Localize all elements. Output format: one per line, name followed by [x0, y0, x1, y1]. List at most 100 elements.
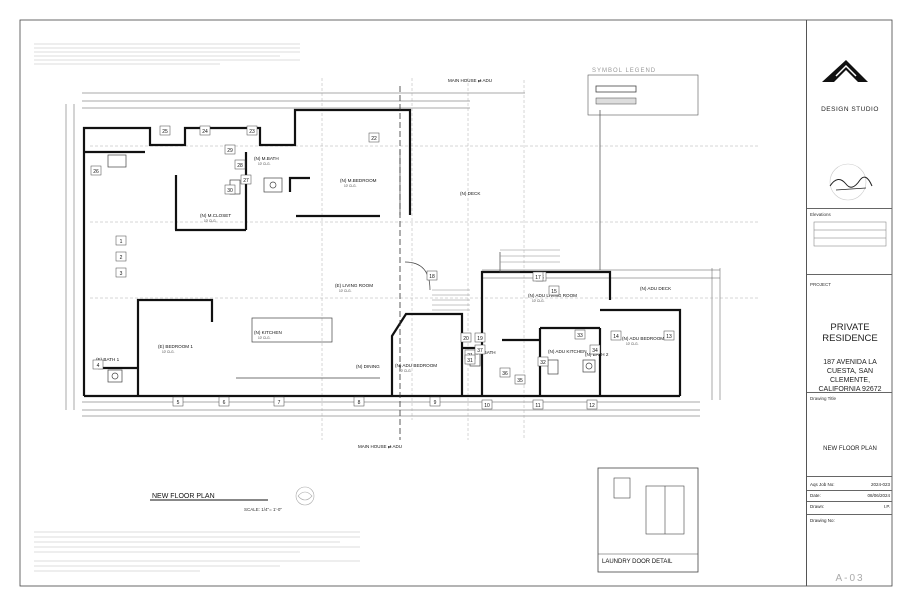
tag-number: 4 — [97, 363, 100, 369]
tag-marker: 4 — [92, 359, 104, 370]
drawing-no-label: Drawing No: — [810, 518, 835, 523]
tag-marker: 35 — [514, 374, 526, 385]
laundry-door-detail-title: LAUNDRY DOOR DETAIL — [602, 559, 673, 565]
room-ceiling-note: 10' CLG. — [204, 219, 217, 223]
tag-number: 18 — [429, 274, 435, 280]
drawn-row: Drawn: I.P. — [810, 504, 890, 509]
tag-number: 20 — [463, 336, 469, 342]
tag-number: 15 — [551, 289, 557, 295]
tag-number: 27 — [243, 178, 249, 184]
room-ceiling-note: 10' CLG. — [339, 289, 352, 293]
project-address: 187 AVENIDA LA CUESTA, SAN CLEMENTE, CAL… — [818, 359, 882, 393]
tag-marker: 10 — [481, 399, 493, 410]
tag-marker: 14 — [610, 330, 622, 341]
room-label: (N) BATH 2 — [585, 352, 609, 357]
tag-marker: 11 — [532, 399, 544, 410]
tag-marker: 12 — [586, 399, 598, 410]
tag-marker: 15 — [548, 285, 560, 296]
tag-number: 24 — [202, 129, 208, 135]
adu-walls — [390, 270, 682, 398]
tag-number: 8 — [358, 400, 361, 406]
room-ceiling-note: 10' CLG. — [258, 162, 271, 166]
tag-marker: 33 — [574, 329, 586, 340]
project-label: PROJECT — [810, 282, 832, 287]
general-notes-bottom — [34, 531, 360, 572]
room-label: (N) M.BATH — [254, 156, 279, 161]
studio-logo-icon — [822, 60, 868, 82]
main-house-adu-label-bottom: MAIN HOUSE ⇄ ADU — [358, 444, 402, 449]
drawn-value: I.P. — [883, 504, 890, 509]
date-label: Date: — [810, 493, 821, 498]
dimension-lines — [65, 92, 721, 417]
tag-number: 17 — [535, 275, 541, 281]
tag-marker: 36 — [499, 367, 511, 378]
symbol-legend-box — [587, 74, 699, 116]
tag-markers: 1234567891011121314151617181920212223242… — [90, 125, 675, 410]
tag-marker: 31 — [464, 354, 476, 365]
tag-marker: 3 — [115, 267, 127, 278]
north-arrow-icon — [295, 486, 315, 506]
tag-marker: 22 — [368, 132, 380, 143]
tag-marker: 1 — [115, 235, 127, 246]
room-label: (N) ADU DECK — [640, 286, 672, 291]
tag-marker: 7 — [273, 396, 285, 407]
room-label: (N) ADU KITCHEN — [548, 349, 587, 354]
plan-scale: SCALE: 1/4"= 1'-0" — [244, 507, 282, 512]
tag-marker: 5 — [172, 396, 184, 407]
tag-number: 7 — [278, 400, 281, 406]
job-no-value: 2024-023 — [870, 482, 890, 487]
tag-number: 34 — [592, 348, 598, 354]
tag-number: 14 — [613, 334, 619, 340]
tag-number: 12 — [589, 403, 595, 409]
elevations-label: Elevations — [810, 212, 831, 217]
tag-marker: 8 — [353, 396, 365, 407]
plan-title: NEW FLOOR PLAN — [152, 493, 215, 500]
tag-number: 5 — [177, 400, 180, 406]
tag-marker: 18 — [426, 270, 438, 281]
room-ceiling-note: 10' CLG. — [258, 336, 271, 340]
tag-number: 33 — [577, 333, 583, 339]
tag-marker: 29 — [224, 144, 236, 155]
tag-marker: 32 — [537, 356, 549, 367]
date-value: 08/06/2024 — [867, 493, 890, 498]
tag-marker: 13 — [663, 330, 675, 341]
room-label: (N) DECK — [460, 191, 481, 196]
tag-marker: 37 — [474, 344, 486, 355]
tag-number: 10 — [484, 403, 490, 409]
tag-marker: 30 — [224, 184, 236, 195]
signature-stamp — [829, 163, 873, 201]
grid-lines — [90, 78, 760, 440]
room-label: (N) M.BEDROOM — [340, 178, 377, 183]
room-label: (N) ADU BEDROOM — [395, 363, 437, 368]
project-name: PRIVATE RESIDENCE — [822, 322, 878, 344]
tag-number: 2 — [120, 255, 123, 261]
laundry-door-detail-box — [597, 467, 699, 573]
job-no-label: Aqs Job No: — [810, 482, 835, 487]
tag-number: 9 — [434, 400, 437, 406]
room-label: (N) BATH — [476, 350, 496, 355]
tag-number: 22 — [371, 136, 377, 142]
drawn-label: Drawn: — [810, 504, 825, 509]
tag-number: 32 — [540, 360, 546, 366]
room-label: (E) LIVING ROOM — [335, 283, 373, 288]
tag-marker: 20 — [460, 332, 472, 343]
tag-number: 35 — [517, 378, 523, 384]
tag-number: 31 — [467, 358, 473, 364]
tag-number: 26 — [93, 169, 99, 175]
tag-number: 19 — [477, 336, 483, 342]
room-label: (N) KITCHEN — [254, 330, 282, 335]
room-ceiling-note: 10' CLG. — [162, 350, 175, 354]
general-notes-top — [34, 43, 300, 65]
job-no-row: Aqs Job No: 2024-023 — [810, 482, 890, 487]
tag-marker: 26 — [90, 165, 102, 176]
tag-number: 25 — [162, 129, 168, 135]
tag-marker: 34 — [589, 344, 601, 355]
sheet-number: A-03 — [835, 573, 865, 584]
tag-number: 23 — [249, 129, 255, 135]
room-label: (E) BEDROOM 1 — [158, 344, 193, 349]
tag-marker: 2 — [115, 251, 127, 262]
tag-number: 3 — [120, 271, 123, 277]
drawing-title-label: Drawing Title — [810, 396, 837, 401]
room-label: (N) M.CLOSET — [200, 213, 231, 218]
room-ceiling-note: 10' CLG. — [532, 299, 545, 303]
